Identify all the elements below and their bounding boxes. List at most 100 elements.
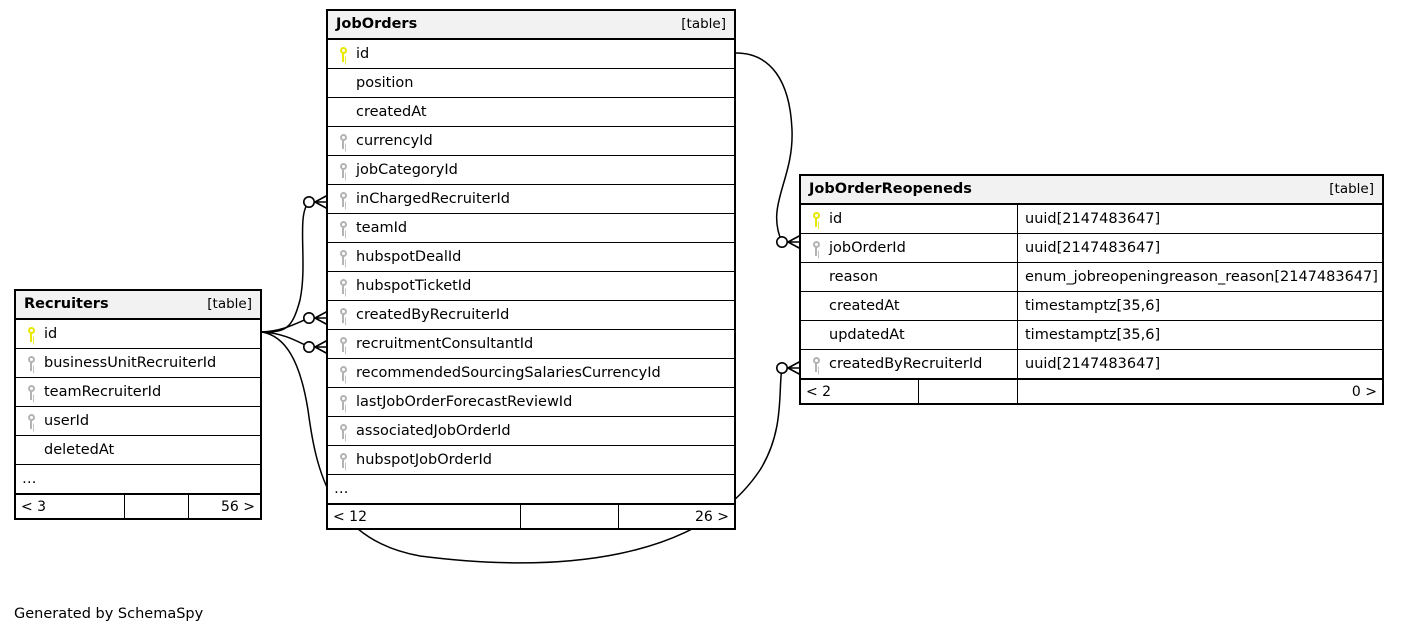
column-name: recommendedSourcingSalariesCurrencyId bbox=[356, 364, 661, 381]
table-row[interactable]: recommendedSourcingSalariesCurrencyId bbox=[328, 359, 734, 388]
table-row[interactable]: recruitmentConsultantId bbox=[328, 330, 734, 359]
column-cell: inChargedRecruiterId bbox=[328, 185, 734, 213]
column-name: teamRecruiterId bbox=[44, 383, 162, 400]
column-cell: currencyId bbox=[328, 127, 734, 155]
inbound-relationship-count[interactable]: < 3 bbox=[21, 498, 47, 515]
table-row[interactable]: hubspotJobOrderId bbox=[328, 446, 734, 475]
column-cell: updatedAt bbox=[801, 321, 1017, 349]
column-name: lastJobOrderForecastReviewId bbox=[356, 393, 573, 410]
table-title-joborderreopeneds: JobOrderReopeneds bbox=[809, 181, 972, 198]
table-row[interactable]: updatedAt timestamptz[35,6] bbox=[801, 321, 1382, 350]
table-row[interactable]: businessUnitRecruiterId bbox=[16, 349, 260, 378]
edge-recruiters-to-joborders-createdbyrecruiterid bbox=[261, 317, 310, 333]
column-type: uuid[2147483647] bbox=[1017, 234, 1382, 262]
table-row[interactable]: teamRecruiterId bbox=[16, 378, 260, 407]
column-name: deletedAt bbox=[44, 441, 115, 458]
table-row[interactable]: createdByRecruiterId uuid[2147483647] bbox=[801, 350, 1382, 379]
table-row[interactable]: userId bbox=[16, 407, 260, 436]
foreign-key-icon bbox=[334, 307, 354, 323]
table-row[interactable]: currencyId bbox=[328, 127, 734, 156]
column-name: id bbox=[356, 45, 370, 62]
column-name: reason bbox=[829, 268, 879, 285]
column-name: hubspotTicketId bbox=[356, 277, 472, 294]
table-row[interactable]: hubspotTicketId bbox=[328, 272, 734, 301]
column-type: uuid[2147483647] bbox=[1017, 205, 1382, 233]
table-header-recruiters: Recruiters [table] bbox=[16, 291, 260, 320]
foreign-key-icon bbox=[334, 336, 354, 352]
generator-credit: Generated by SchemaSpy bbox=[14, 606, 204, 622]
column-name: id bbox=[829, 210, 843, 227]
column-cell: id bbox=[328, 40, 734, 68]
foreign-key-icon bbox=[807, 240, 827, 256]
footer-middle-cell bbox=[918, 380, 1017, 403]
crowfoot-joborderreopeneds-createdbyrecruiterid bbox=[775, 359, 802, 377]
column-type: timestamptz[35,6] bbox=[1017, 292, 1382, 320]
table-row[interactable]: id uuid[2147483647] bbox=[801, 205, 1382, 234]
foreign-key-icon bbox=[334, 365, 354, 381]
column-name: teamId bbox=[356, 219, 408, 236]
column-name: updatedAt bbox=[829, 326, 905, 343]
table-row[interactable]: hubspotDealId bbox=[328, 243, 734, 272]
column-name: jobOrderId bbox=[829, 239, 906, 256]
foreign-key-icon bbox=[334, 394, 354, 410]
column-cell: hubspotDealId bbox=[328, 243, 734, 271]
column-cell: teamRecruiterId bbox=[16, 378, 260, 406]
table-row[interactable]: createdAt timestamptz[35,6] bbox=[801, 292, 1382, 321]
table-row[interactable]: createdAt bbox=[328, 98, 734, 127]
outbound-relationship-count[interactable]: 56 > bbox=[188, 495, 260, 518]
column-cell: createdAt bbox=[801, 292, 1017, 320]
foreign-key-icon bbox=[334, 162, 354, 178]
inbound-relationship-count[interactable]: < 2 bbox=[806, 383, 832, 400]
table-row[interactable]: lastJobOrderForecastReviewId bbox=[328, 388, 734, 417]
column-name: hubspotJobOrderId bbox=[356, 451, 492, 468]
column-name: inChargedRecruiterId bbox=[356, 190, 510, 207]
column-name: associatedJobOrderId bbox=[356, 422, 511, 439]
column-name: createdAt bbox=[356, 103, 427, 120]
column-cell: teamId bbox=[328, 214, 734, 242]
table-header-joborders: JobOrders [table] bbox=[328, 11, 734, 40]
table-row[interactable]: jobCategoryId bbox=[328, 156, 734, 185]
table-joborders[interactable]: JobOrders [table] id position createdAt bbox=[326, 9, 736, 530]
column-cell: position bbox=[328, 69, 734, 97]
column-type: enum_jobreopeningreason_reason[214748364… bbox=[1017, 263, 1382, 291]
table-row[interactable]: createdByRecruiterId bbox=[328, 301, 734, 330]
column-cell: businessUnitRecruiterId bbox=[16, 349, 260, 377]
foreign-key-icon bbox=[334, 220, 354, 236]
outbound-relationship-count[interactable]: 0 > bbox=[1017, 380, 1382, 403]
table-title-joborders: JobOrders bbox=[336, 16, 418, 33]
foreign-key-icon bbox=[807, 356, 827, 372]
outbound-relationship-count[interactable]: 26 > bbox=[618, 505, 734, 528]
table-row[interactable]: id bbox=[16, 320, 260, 349]
column-cell: userId bbox=[16, 407, 260, 435]
column-name: businessUnitRecruiterId bbox=[44, 354, 217, 371]
foreign-key-icon bbox=[22, 413, 42, 429]
table-title-recruiters: Recruiters bbox=[24, 296, 109, 313]
table-tag-joborders: [table] bbox=[681, 15, 726, 32]
column-cell: createdByRecruiterId bbox=[801, 350, 1017, 378]
table-row[interactable]: id bbox=[328, 40, 734, 69]
foreign-key-icon bbox=[334, 423, 354, 439]
table-row[interactable]: position bbox=[328, 69, 734, 98]
table-row[interactable]: inChargedRecruiterId bbox=[328, 185, 734, 214]
table-row[interactable]: reason enum_jobreopeningreason_reason[21… bbox=[801, 263, 1382, 292]
table-row[interactable]: jobOrderId uuid[2147483647] bbox=[801, 234, 1382, 263]
inbound-relationship-count[interactable]: < 12 bbox=[333, 508, 367, 525]
table-row[interactable]: associatedJobOrderId bbox=[328, 417, 734, 446]
column-cell: jobCategoryId bbox=[328, 156, 734, 184]
column-cell: hubspotJobOrderId bbox=[328, 446, 734, 474]
table-row[interactable]: deletedAt bbox=[16, 436, 260, 465]
table-joborderreopeneds[interactable]: JobOrderReopeneds [table] id uuid[214748… bbox=[799, 174, 1384, 405]
table-footer-joborders: < 12 26 > bbox=[328, 504, 734, 528]
table-recruiters[interactable]: Recruiters [table] id businessUnitRecrui… bbox=[14, 289, 262, 520]
table-row[interactable]: teamId bbox=[328, 214, 734, 243]
crowfoot-joborders-recruitmentconsultantid bbox=[302, 338, 329, 356]
footer-middle-cell bbox=[520, 505, 618, 528]
crowfoot-joborders-inchargedrecruiterid bbox=[302, 193, 329, 211]
column-cell: reason bbox=[801, 263, 1017, 291]
column-cell: hubspotTicketId bbox=[328, 272, 734, 300]
more-columns-indicator: … bbox=[328, 475, 734, 504]
primary-key-icon bbox=[334, 46, 354, 62]
column-cell: jobOrderId bbox=[801, 234, 1017, 262]
foreign-key-icon bbox=[334, 278, 354, 294]
